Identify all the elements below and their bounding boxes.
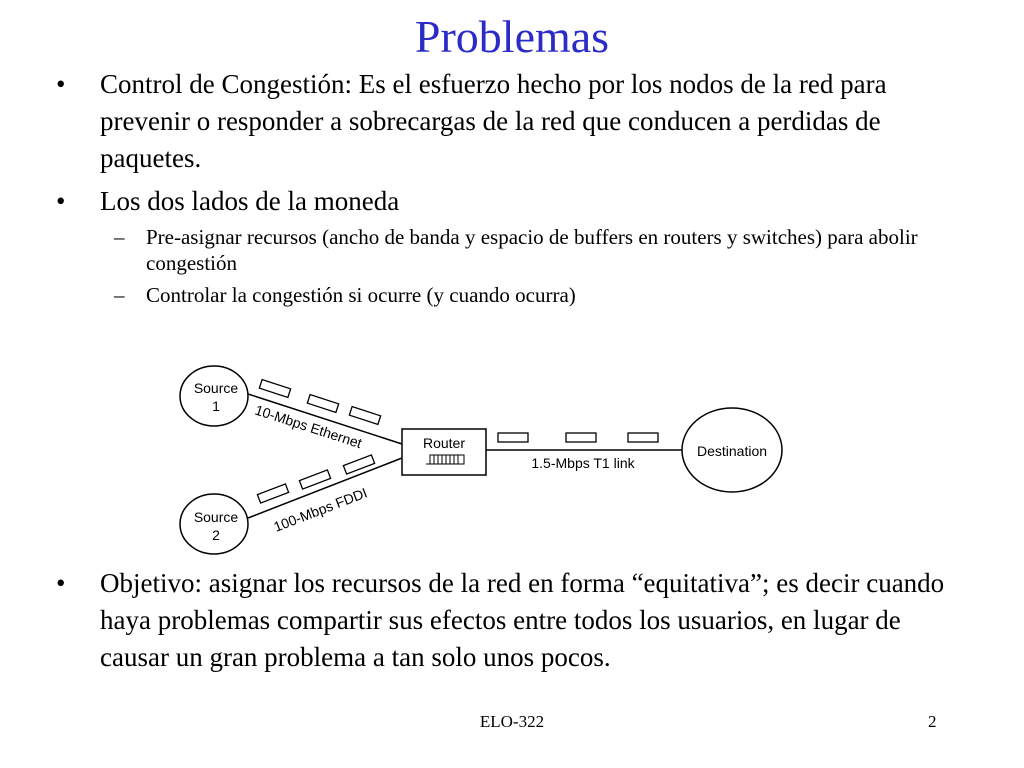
bullet-mark: • [56,69,66,99]
bullet-mark: • [56,186,66,216]
bullet-congestion-control: • Control de Congestión: Es el esfuerzo … [56,66,956,177]
top-bullet-list: • Control de Congestión: Es el esfuerzo … [56,66,956,308]
t1-link-label: 1.5-Mbps T1 link [531,455,635,471]
packet [306,393,340,414]
packet [298,469,332,490]
destination-node: Destination [681,407,783,493]
sub-bullet-preallocate: – Pre-asignar recursos (ancho de banda y… [56,224,956,276]
bullet-text: Los dos lados de la moneda [100,186,400,216]
source-2-node: Source 2 [179,493,249,555]
bullet-text: Objetivo: asignar los recursos de la red… [100,568,945,672]
bullet-two-sides: • Los dos lados de la moneda [56,183,956,220]
packet [258,378,292,399]
source-1-number: 1 [212,398,220,414]
sub-bullet-text: Controlar la congestión si ocurre (y cua… [146,283,576,307]
ethernet-packets [258,378,382,426]
fddi-packets [256,454,376,504]
source-1-label: Source [194,380,239,396]
packet [627,432,659,443]
sub-bullet-control: – Controlar la congestión si ocurre (y c… [56,282,956,308]
destination-label: Destination [697,443,767,459]
router-label: Router [423,435,465,451]
packet [348,405,382,426]
sub-bullet-text: Pre-asignar recursos (ancho de banda y e… [146,225,918,275]
source-1-node: Source 1 [179,365,249,427]
ethernet-link-line [247,393,403,445]
packet [256,483,290,504]
bottom-bullet-list: • Objetivo: asignar los recursos de la r… [56,565,956,676]
packet [497,432,529,443]
network-diagram: Source 1 Source 2 Router Destination [179,365,783,555]
t1-packets [497,432,659,443]
dash-mark: – [114,283,125,307]
bullet-text: Control de Congestión: Es el esfuerzo he… [100,69,887,173]
fddi-link-line [247,457,403,519]
source-2-number: 2 [212,527,220,543]
footer-course: ELO-322 [479,712,545,731]
router-buffer-icon [426,454,465,465]
bullet-mark: • [56,568,66,598]
router-node: Router [401,428,487,476]
dash-mark: – [114,225,125,249]
footer-page-number: 2 [928,712,937,731]
bullet-objective: • Objetivo: asignar los recursos de la r… [56,565,956,676]
slide-title: Problemas [414,11,610,62]
packet [565,432,597,443]
packet [342,454,376,475]
source-2-label: Source [194,509,239,525]
